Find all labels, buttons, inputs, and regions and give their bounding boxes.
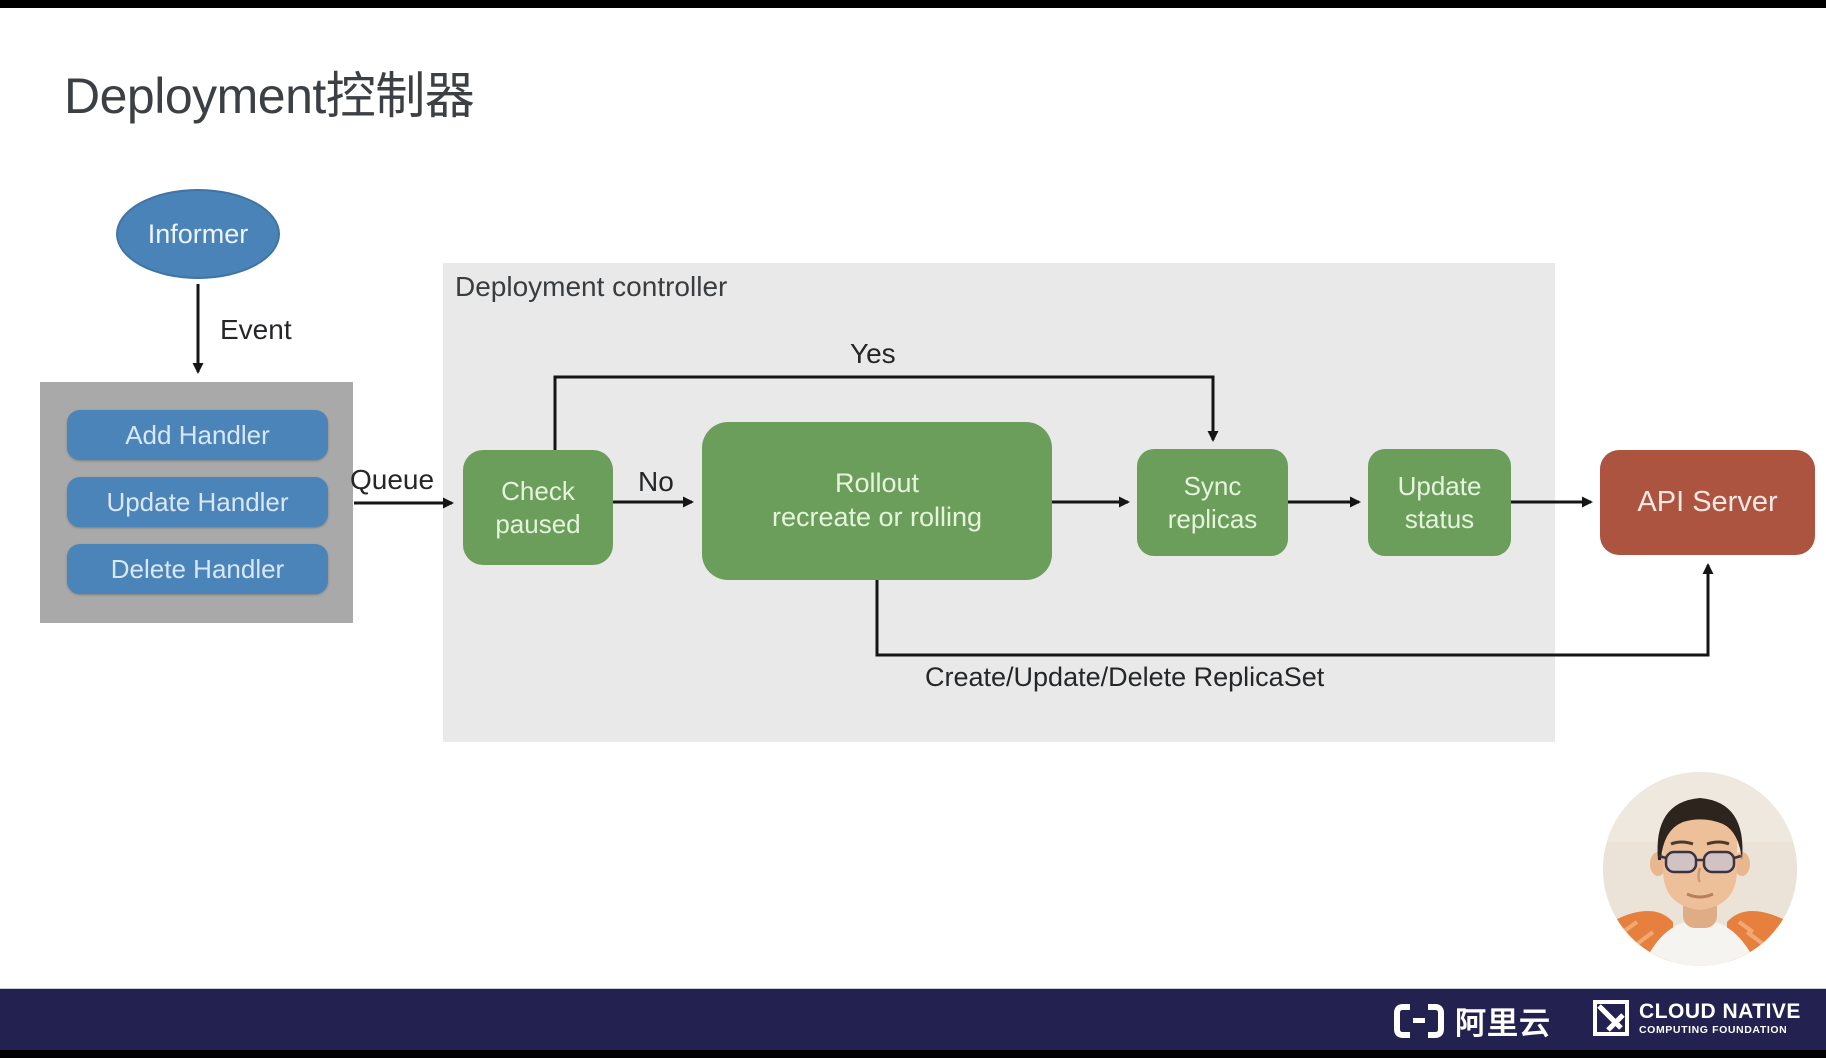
alibaba-cloud-text: 阿里云 bbox=[1455, 1006, 1551, 1041]
replicaset-edge-label: Create/Update/Delete ReplicaSet bbox=[925, 662, 1325, 692]
controller-panel-title: Deployment controller bbox=[455, 271, 728, 302]
informer-node: Informer bbox=[116, 189, 280, 279]
cncf-subtitle-text: COMPUTING FOUNDATION bbox=[1639, 1023, 1788, 1036]
queue-edge-label: Queue bbox=[350, 464, 435, 495]
footer-bar: 阿里云 CLOUD NATIVE COMPUTING FOUNDATION bbox=[0, 988, 1826, 1050]
handlers-panel: Add Handler Update Handler Delete Handle… bbox=[40, 382, 353, 623]
check-paused-node: Check paused bbox=[463, 450, 613, 565]
cncf-name-text: CLOUD NATIVE bbox=[1639, 999, 1801, 1023]
yes-edge-label: Yes bbox=[850, 338, 896, 369]
delete-handler-node: Delete Handler bbox=[67, 544, 328, 594]
presenter-illustration bbox=[1603, 772, 1797, 966]
slide-title: Deployment控制器 bbox=[64, 68, 475, 124]
top-letterbox-bar bbox=[0, 0, 1826, 8]
add-handler-node: Add Handler bbox=[67, 410, 328, 460]
no-edge-label: No bbox=[638, 466, 674, 497]
informer-label: Informer bbox=[147, 218, 249, 249]
cncf-logo: CLOUD NATIVE COMPUTING FOUNDATION bbox=[1592, 999, 1801, 1037]
rollout-node: Rollout recreate or rolling bbox=[702, 422, 1052, 580]
update-handler-node: Update Handler bbox=[67, 477, 328, 527]
update-status-node: Update status bbox=[1368, 449, 1511, 556]
webcam-overlay bbox=[1603, 772, 1797, 966]
bottom-letterbox-bar bbox=[0, 1050, 1826, 1058]
api-server-node: API Server bbox=[1600, 450, 1815, 555]
sync-replicas-node: Sync replicas bbox=[1137, 449, 1288, 556]
event-edge-label: Event bbox=[220, 314, 292, 345]
cncf-icon bbox=[1593, 1000, 1629, 1036]
alibaba-brackets-icon bbox=[1394, 1003, 1444, 1038]
alibaba-cloud-logo: 阿里云 bbox=[1393, 998, 1551, 1043]
